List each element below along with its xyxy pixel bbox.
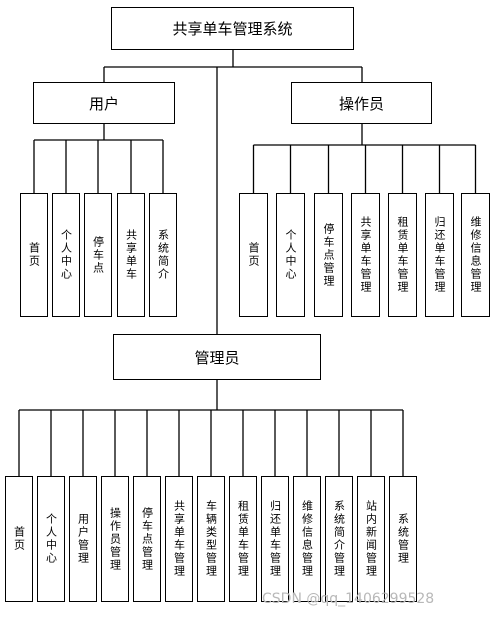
leaf-label: 租赁单车管理 — [396, 216, 409, 294]
leaf-label: 操作员管理 — [108, 506, 122, 572]
group-node-operator: 操作员 — [291, 82, 432, 124]
leaf-label: 停车点管理 — [322, 222, 335, 288]
watermark: CSDN @qq_1406299528 — [262, 591, 435, 607]
group-label-operator: 操作员 — [338, 94, 384, 113]
leaf-node-operator-1: 首页 — [239, 193, 268, 317]
leaf-label: 停车点管理 — [140, 506, 154, 572]
group-label-user: 用户 — [88, 94, 119, 113]
leaf-node-user-3: 停车点 — [84, 193, 112, 317]
leaf-node-admin-13: 系统管理 — [389, 476, 417, 602]
leaf-node-admin-4: 操作员管理 — [101, 476, 129, 602]
leaf-label: 个人中心 — [44, 513, 58, 565]
leaf-label: 维修信息管理 — [469, 216, 482, 294]
group-label-admin: 管理员 — [194, 348, 240, 367]
leaf-node-admin-3: 用户管理 — [69, 476, 97, 602]
leaf-label: 共享单车管理 — [359, 216, 372, 294]
leaf-node-user-5: 系统简介 — [149, 193, 177, 317]
leaf-label: 系统简介管理 — [332, 500, 346, 578]
leaf-label: 首页 — [27, 242, 41, 268]
leaf-label: 站内新闻管理 — [364, 500, 378, 578]
leaf-node-admin-12: 站内新闻管理 — [357, 476, 385, 602]
leaf-node-user-2: 个人中心 — [52, 193, 80, 317]
leaf-node-admin-1: 首页 — [5, 476, 33, 602]
leaf-label: 共享单车管理 — [172, 500, 186, 578]
group-node-user: 用户 — [33, 82, 175, 124]
leaf-node-user-1: 首页 — [20, 193, 48, 317]
leaf-node-operator-5: 租赁单车管理 — [388, 193, 417, 317]
leaf-label: 首页 — [247, 242, 260, 268]
leaf-label: 个人中心 — [59, 229, 73, 281]
leaf-label: 租赁单车管理 — [236, 500, 250, 578]
leaf-node-admin-8: 租赁单车管理 — [229, 476, 257, 602]
root-node: 共享单车管理系统 — [111, 7, 354, 50]
leaf-node-operator-2: 个人中心 — [276, 193, 305, 317]
group-node-admin: 管理员 — [113, 334, 321, 380]
leaf-label: 维修信息管理 — [300, 500, 314, 578]
leaf-node-operator-3: 停车点管理 — [314, 193, 343, 317]
leaf-node-user-4: 共享单车 — [117, 193, 145, 317]
leaf-label: 归还单车管理 — [433, 216, 446, 294]
leaf-label: 首页 — [12, 526, 26, 552]
leaf-node-admin-5: 停车点管理 — [133, 476, 161, 602]
leaf-label: 车辆类型管理 — [204, 500, 218, 578]
leaf-label: 共享单车 — [124, 229, 138, 281]
leaf-node-admin-7: 车辆类型管理 — [197, 476, 225, 602]
leaf-node-operator-4: 共享单车管理 — [351, 193, 380, 317]
leaf-node-admin-9: 归还单车管理 — [261, 476, 289, 602]
leaf-label: 停车点 — [91, 235, 105, 275]
leaf-node-operator-6: 归还单车管理 — [425, 193, 454, 317]
leaf-label: 系统管理 — [396, 513, 410, 565]
leaf-label: 归还单车管理 — [268, 500, 282, 578]
leaf-label: 用户管理 — [76, 513, 90, 565]
leaf-node-admin-2: 个人中心 — [37, 476, 65, 602]
leaf-node-admin-6: 共享单车管理 — [165, 476, 193, 602]
root-label: 共享单车管理系统 — [172, 20, 293, 38]
leaf-label: 个人中心 — [284, 229, 297, 281]
leaf-node-admin-11: 系统简介管理 — [325, 476, 353, 602]
leaf-node-admin-10: 维修信息管理 — [293, 476, 321, 602]
leaf-label: 系统简介 — [156, 229, 170, 281]
leaf-node-operator-7: 维修信息管理 — [461, 193, 490, 317]
